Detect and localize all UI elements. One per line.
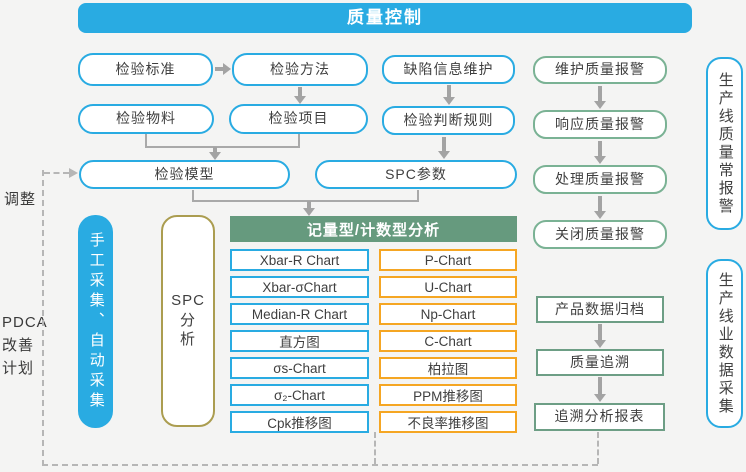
connector-line [145, 146, 300, 148]
node-close-quality-alarm: 关闭质量报警 [533, 220, 667, 249]
node-line-quality-alarm: 生产线质量常报警 [706, 57, 743, 230]
dashed-connector [44, 172, 69, 174]
chart-item-np-chart: Np-Chart [379, 303, 517, 325]
node-spc-parameters: SPC参数 [315, 160, 517, 189]
arrow-right-icon [215, 62, 231, 75]
chart-item-xbar-r: Xbar-R Chart [230, 249, 369, 271]
chart-item-sigma-2: σ₂-Chart [230, 384, 369, 406]
chart-item-u-chart: U-Chart [379, 276, 517, 298]
connector-line [192, 200, 419, 202]
node-trace-analysis-report: 追溯分析报表 [534, 403, 665, 431]
arrow-down-icon [593, 141, 606, 164]
node-defect-info-maintenance: 缺陷信息维护 [382, 55, 515, 84]
connector-line [417, 190, 419, 201]
dashed-connector [597, 432, 599, 464]
connector-line [145, 134, 147, 147]
chart-item-xbar-sigma: Xbar-σChart [230, 276, 369, 298]
arrow-down-icon [302, 201, 315, 216]
arrow-down-icon [593, 377, 606, 402]
node-product-data-archive: 产品数据归档 [536, 296, 664, 323]
chart-item-sigma-s: σs-Chart [230, 357, 369, 379]
pdca-label-line2: 改善 [2, 337, 35, 354]
dashed-connector [374, 432, 376, 464]
arrow-down-icon [437, 137, 450, 159]
chart-item-median-r: Median-R Chart [230, 303, 369, 325]
pdca-label-line3: 计划 [2, 360, 35, 377]
node-inspection-material: 检验物料 [78, 104, 214, 134]
node-inspection-judgment-rule: 检验判断规则 [382, 106, 515, 135]
arrow-down-icon [442, 85, 455, 105]
dashed-arrow-icon [69, 168, 78, 178]
chart-item-histogram: 直方图 [230, 330, 369, 352]
node-inspection-method: 检验方法 [232, 53, 368, 86]
page-title: 质量控制 [78, 3, 692, 33]
connector-line [192, 190, 194, 201]
node-quality-trace: 质量追溯 [536, 349, 664, 376]
arrow-down-icon [593, 324, 606, 348]
node-handle-quality-alarm: 处理质量报警 [533, 165, 667, 194]
arrow-down-icon [293, 87, 306, 104]
dashed-connector [42, 170, 44, 466]
node-spc-analysis: SPC 分 析 [161, 215, 215, 427]
chart-item-c-chart: C-Chart [379, 330, 517, 352]
arrow-down-icon [593, 86, 606, 109]
chart-item-cpk-trend: Cpk推移图 [230, 411, 369, 433]
spc-analysis-line2: 分 [179, 311, 196, 329]
pdca-label-line1: PDCA [2, 314, 48, 331]
node-inspection-item: 检验项目 [229, 104, 368, 134]
arrow-down-icon [208, 147, 221, 160]
node-inspection-model: 检验模型 [79, 160, 290, 189]
chart-item-ppm-trend: PPM推移图 [379, 384, 517, 406]
chart-item-p-chart: P-Chart [379, 249, 517, 271]
spc-analysis-line3: 析 [179, 331, 196, 349]
analysis-header: 记量型/计数型分析 [230, 216, 517, 242]
chart-item-defect-rate-trend: 不良率推移图 [379, 411, 517, 433]
dashed-connector [42, 464, 598, 466]
arrow-down-icon [593, 196, 606, 219]
node-respond-quality-alarm: 响应质量报警 [533, 110, 667, 139]
node-line-data-collection: 生产线业数据采集 [706, 259, 743, 428]
pdca-label: PDCA 改善 计划 [2, 311, 48, 380]
node-inspection-standard: 检验标准 [78, 53, 213, 86]
node-manual-auto-collection: 手工采集、自动采集 [78, 215, 113, 428]
node-maintain-quality-alarm: 维护质量报警 [533, 56, 667, 84]
adjust-label: 调整 [4, 191, 37, 208]
chart-item-pareto: 柏拉图 [379, 357, 517, 379]
connector-line [298, 134, 300, 147]
spc-analysis-line1: SPC [171, 292, 205, 310]
